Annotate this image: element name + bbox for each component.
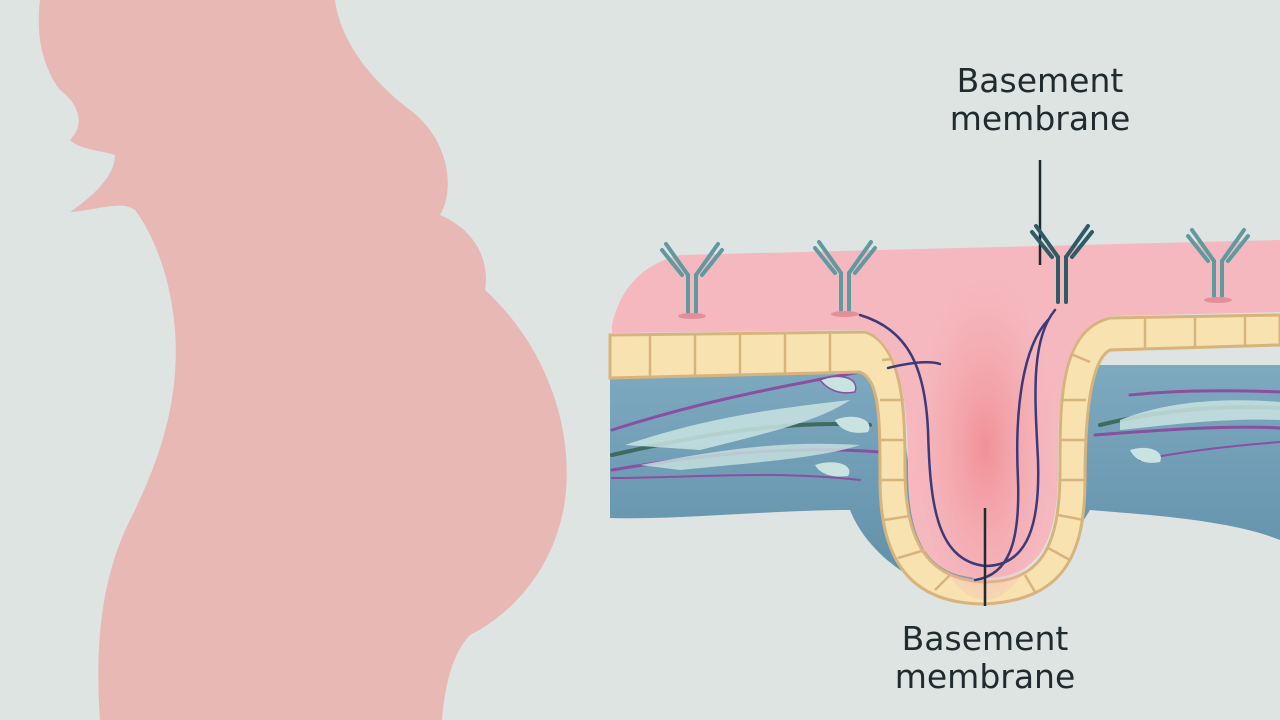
label-top-line2: membrane: [949, 99, 1131, 138]
pregnant-woman-silhouette: [38, 0, 567, 720]
antibody-y-icon: [660, 242, 724, 319]
antibody-y-icon: [1186, 228, 1250, 303]
antibody-y-icon: [1030, 224, 1094, 304]
label-top-line1: Basement: [956, 61, 1124, 100]
dermal-fibers-left: [610, 370, 882, 481]
dermal-fibers-right: [1093, 389, 1280, 463]
basement-membrane-label-top: Basement membrane: [930, 62, 1150, 138]
basal-cell-layer: [608, 313, 1280, 606]
inflammation-glow: [915, 260, 1055, 600]
label-bottom-line1: Basement: [901, 619, 1069, 658]
antibody-y-icon: [813, 240, 877, 317]
basal-cell-dividers: [648, 315, 1247, 604]
label-bottom-line2: membrane: [894, 657, 1076, 696]
basement-membrane-label-bottom: Basement membrane: [880, 620, 1090, 696]
